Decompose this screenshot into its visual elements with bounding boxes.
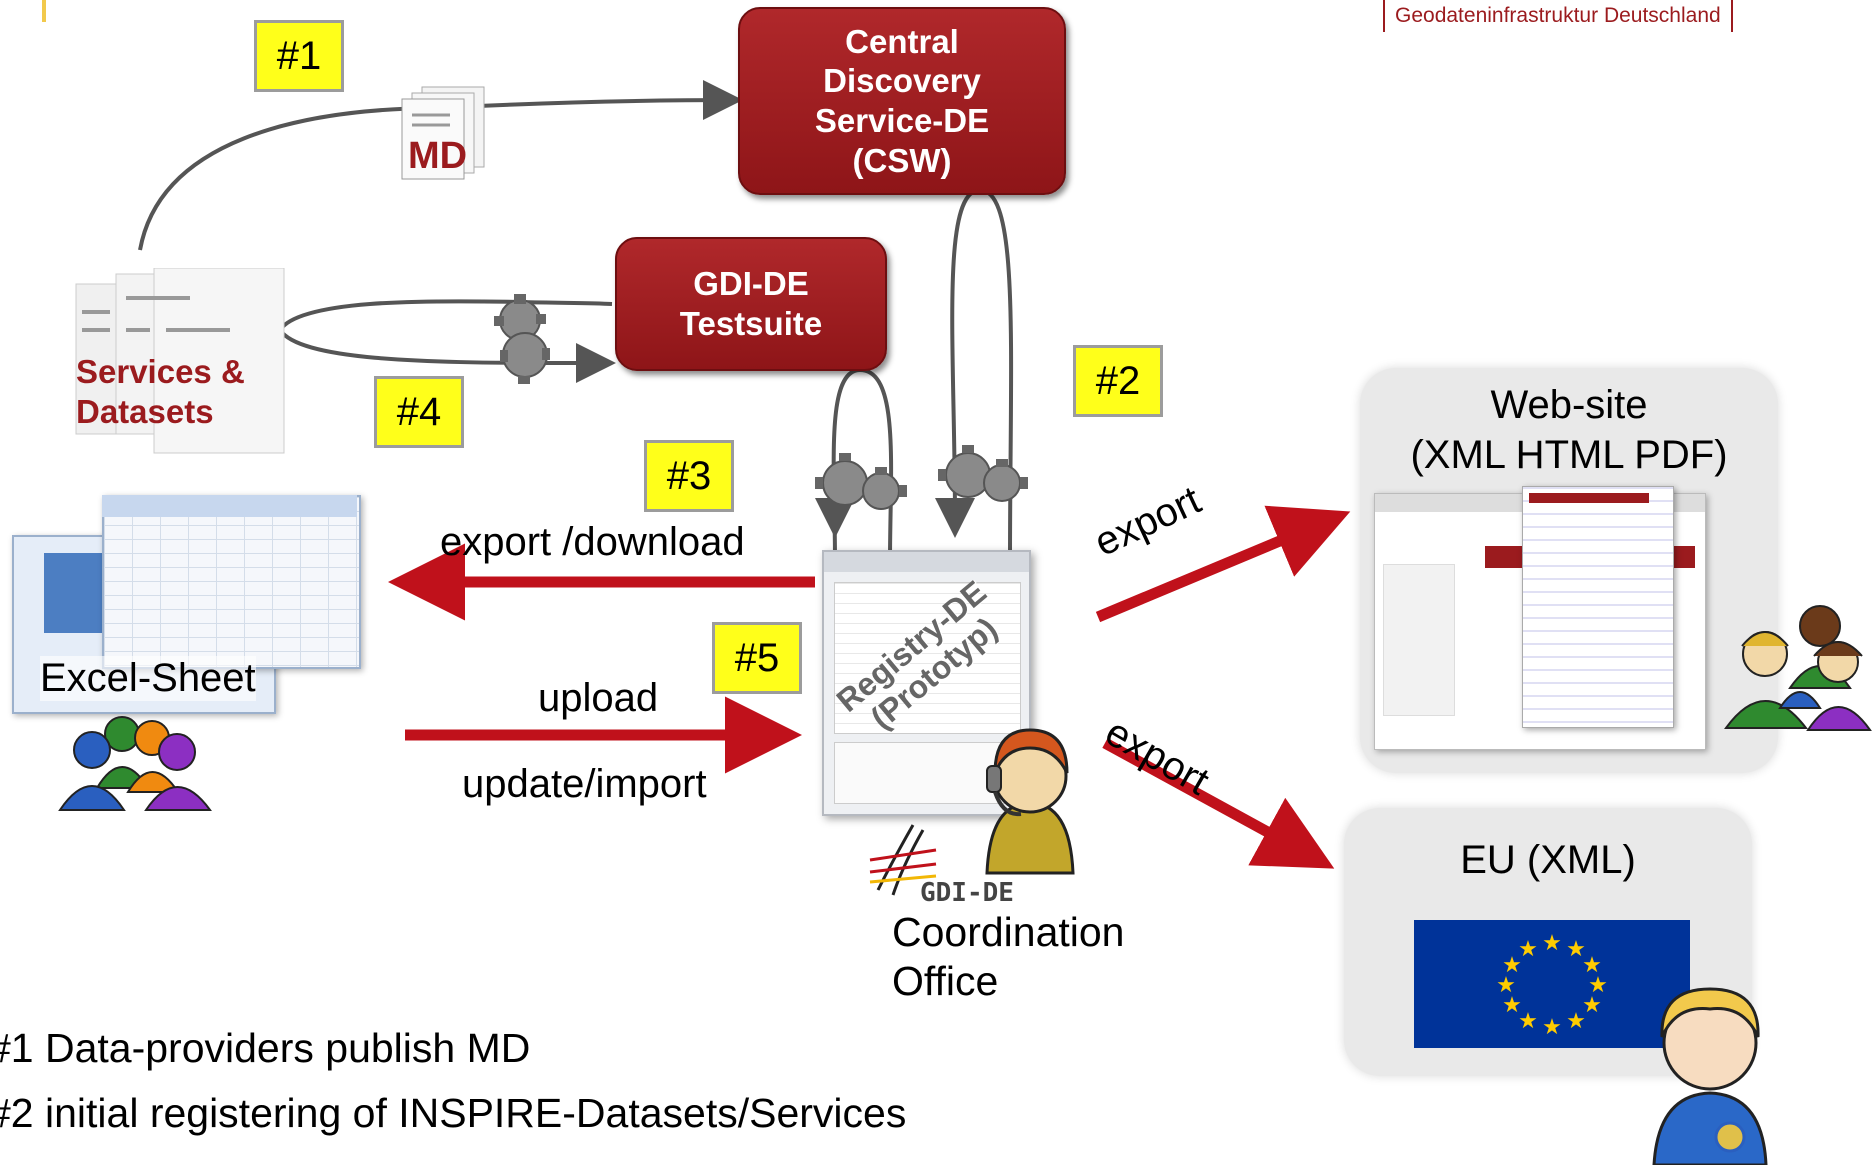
svg-text:★: ★: [1518, 1009, 1538, 1034]
testsuite-label: GDI-DE Testsuite: [679, 265, 823, 342]
md-doc-pages-icon: [401, 86, 485, 180]
central-discovery-label: Central Discovery Service-DE (CSW): [814, 22, 990, 179]
website-screenshot-front: [1522, 486, 1674, 728]
svg-text:★: ★: [1542, 1015, 1562, 1040]
tag-4: #4: [374, 376, 464, 448]
svg-text:★: ★: [1496, 973, 1516, 998]
users-group-icon: [1724, 605, 1872, 731]
md-label: MD: [408, 135, 468, 177]
footnote-1: #1 Data-providers publish MD: [0, 1025, 531, 1071]
footnote-2: #2 initial registering of INSPIRE-Datase…: [0, 1090, 907, 1136]
org-title-text: Geodateninfrastruktur Deutschland: [1395, 4, 1721, 27]
gear-icon: [938, 445, 1028, 502]
tag-2: #2: [1073, 345, 1163, 417]
gdi-de-logo-icon: [869, 824, 937, 896]
testsuite-loop-top: [278, 299, 613, 332]
services-datasets-label: Services & Datasets: [76, 353, 245, 430]
tag-3: #3: [644, 440, 734, 512]
svg-text:★: ★: [1566, 937, 1586, 962]
header-org-title: Geodateninfrastruktur Deutschland: [1383, 0, 1733, 32]
svg-text:★: ★: [1582, 953, 1602, 978]
users-group-icon: [58, 716, 212, 811]
document-stack-icon: [75, 267, 285, 454]
excel-sheet-label: Excel-Sheet: [40, 656, 256, 701]
svg-text:★: ★: [1518, 937, 1538, 962]
svg-text:★: ★: [1542, 931, 1562, 956]
svg-text:★: ★: [1588, 973, 1608, 998]
yellow-mark: [42, 0, 46, 22]
central-discovery-service-box: Central Discovery Service-DE (CSW): [738, 7, 1066, 195]
tag-1: #1: [254, 20, 344, 92]
tag-5: #5: [712, 622, 802, 694]
eu-label: EU (XML): [1460, 838, 1636, 882]
gear-icon: [815, 453, 907, 510]
services-datasets-documents: Services & Datasets: [70, 267, 290, 458]
export-eu-arrow: [1102, 738, 1335, 869]
testsuite-loop-bottom: [278, 328, 616, 383]
upload-label: upload: [538, 676, 659, 720]
coordinator-person-icon: [985, 728, 1075, 875]
svg-text:★: ★: [1582, 993, 1602, 1018]
eu-person-icon: [1652, 987, 1768, 1165]
excel-sheet-screenshot: [12, 495, 361, 715]
update-import-label: update/import: [462, 762, 707, 806]
gear-icon: [494, 294, 550, 384]
website-label: Web-site (XML HTML PDF): [1410, 383, 1728, 477]
testsuite-box: GDI-DE Testsuite: [615, 237, 887, 371]
export-download-label: export /download: [440, 520, 745, 564]
eu-flag-icon: ★★★ ★★★ ★★★ ★★★: [1414, 920, 1690, 1048]
svg-text:★: ★: [1502, 953, 1522, 978]
gdi-de-logo-text: GDI-DE: [920, 878, 1014, 908]
export-web-arrow: [1095, 505, 1351, 623]
coordination-office-label: Coordination Office: [892, 909, 1125, 1005]
md-document-icon: MD: [400, 85, 490, 185]
svg-text:★: ★: [1502, 993, 1522, 1018]
svg-text:★: ★: [1566, 1009, 1586, 1034]
website-card: Web-site (XML HTML PDF): [1360, 368, 1778, 773]
